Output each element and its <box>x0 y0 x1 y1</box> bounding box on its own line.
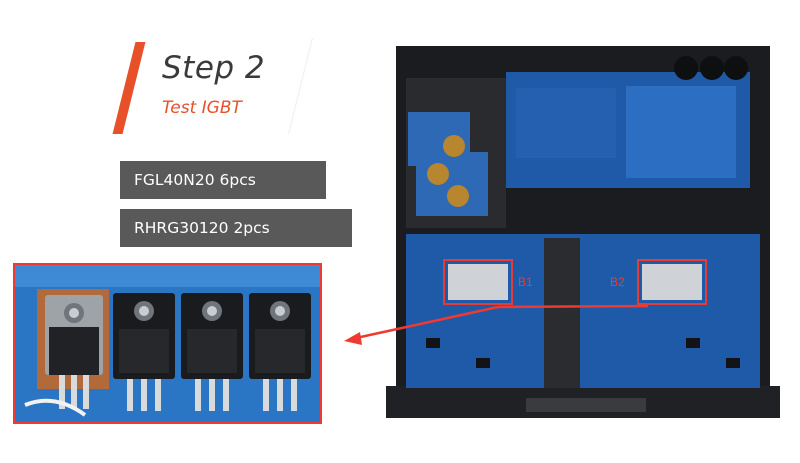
step-subtitle: Test IGBT <box>162 98 242 118</box>
board-label-b1: B1 <box>518 275 533 289</box>
accent-bar <box>112 42 146 134</box>
amplifier-photo: B1 B2 <box>386 38 780 426</box>
transistor <box>45 295 103 375</box>
part-badge-diode: RHRG30120 2pcs <box>120 209 352 247</box>
divider-line <box>288 38 313 134</box>
step-title: Step 2 <box>162 50 266 86</box>
closeup-photo <box>13 263 322 424</box>
board-label-b2: B2 <box>610 275 625 289</box>
part-badge-igbt: FGL40N20 6pcs <box>120 161 326 199</box>
